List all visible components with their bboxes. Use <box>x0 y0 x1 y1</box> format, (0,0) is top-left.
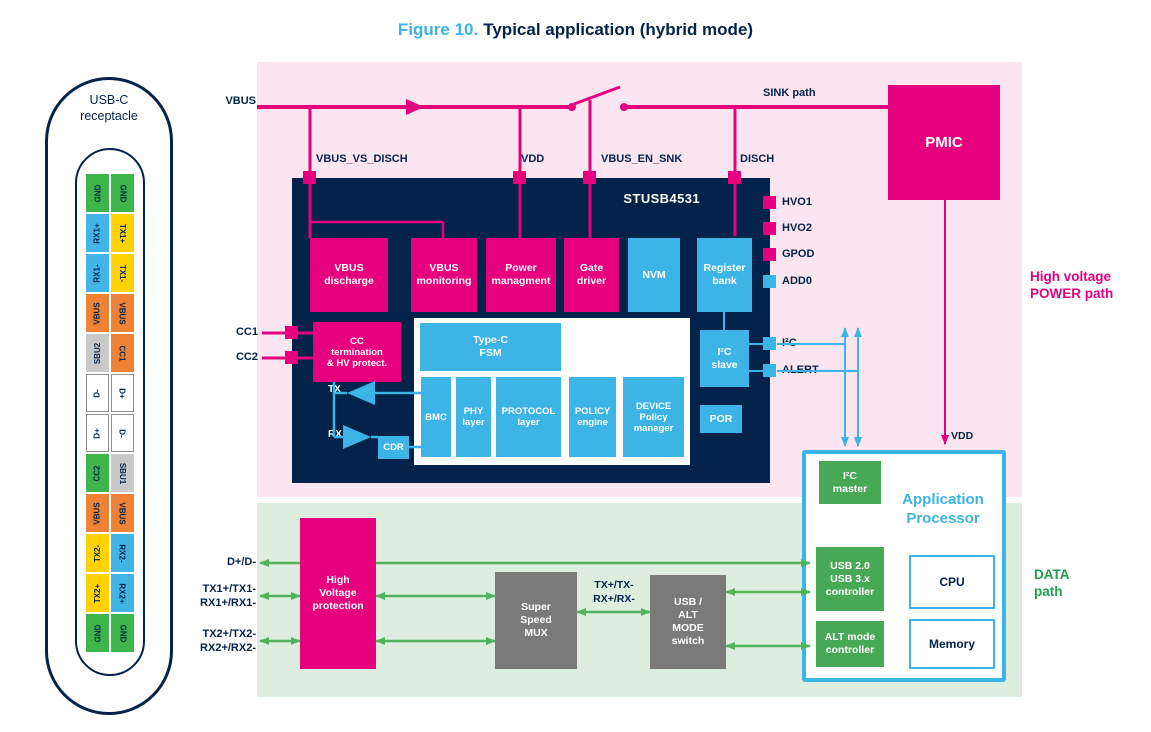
label-cc2: CC2 <box>235 351 258 363</box>
label-rx: RX <box>328 429 342 440</box>
usbc-pin-vbus: VBUS <box>111 294 134 332</box>
usbc-pin-tx2-: TX2+ <box>86 574 109 612</box>
usbc-pin-vbus: VBUS <box>86 494 109 532</box>
label-i2c: I²C <box>782 337 797 349</box>
pin-add0 <box>763 275 776 288</box>
label-sink-path: SINK path <box>763 87 816 99</box>
label-add0: ADD0 <box>782 275 812 287</box>
usbc-pin-tx1-: TX1+ <box>111 214 134 252</box>
usbc-pin-gnd: GND <box>111 614 134 652</box>
pmic-block: PMIC <box>888 85 1000 200</box>
usbc-pin-tx1-: TX1- <box>111 254 134 292</box>
usbc-pin-tx2-: TX2- <box>86 534 109 572</box>
pin-disch <box>728 171 741 184</box>
usbc-pin-gnd: GND <box>86 614 109 652</box>
label-tx: TX <box>328 384 341 395</box>
usbc-pin-sbu1: SBU1 <box>111 454 134 492</box>
usbc-pin-gnd: GND <box>111 174 134 212</box>
label-vdd-pin: VDD <box>521 153 545 165</box>
pin-cc1 <box>285 326 298 339</box>
pin-hvo1 <box>763 196 776 209</box>
pin-vbus-vs-disch <box>303 171 316 184</box>
label-vbus-vs-disch: VBUS_VS_DISCH <box>316 153 408 165</box>
pin-hvo2 <box>763 222 776 235</box>
stusb4531-name: STUSB4531 <box>623 191 700 206</box>
usbc-pin-rx2-: RX2- <box>111 534 134 572</box>
label-vdd-line: VDD <box>951 430 974 442</box>
usbc-pin-cc2: CC2 <box>86 454 109 492</box>
usbc-pin-d-: D- <box>86 374 109 412</box>
por-block: POR <box>700 405 742 433</box>
pin-vbus-en-snk <box>583 171 596 184</box>
usbc-pin-vbus: VBUS <box>111 494 134 532</box>
label-dp-dm: D+/D- <box>226 556 256 568</box>
label-gpod: GPOD <box>782 248 815 260</box>
usbc-pin-cc1: CC1 <box>111 334 134 372</box>
cpu-block: CPU <box>909 555 995 609</box>
pin-cc2 <box>285 351 298 364</box>
label-cc1: CC1 <box>235 326 258 338</box>
usbc-pin-d-: D+ <box>111 374 134 412</box>
figure-number: Figure 10. <box>397 20 479 39</box>
memory-block: Memory <box>909 619 995 669</box>
usbc-pin-field <box>75 148 145 676</box>
label-tx1-rx1: TX1+/TX1-RX1+/RX1- <box>200 583 256 609</box>
pin-i2c <box>763 337 776 350</box>
pin-vdd <box>513 171 526 184</box>
label-tx2-rx2: TX2+/TX2-RX2+/RX2- <box>200 628 256 654</box>
label-vbus-en-snk: VBUS_EN_SNK <box>601 153 683 165</box>
figure-title: Figure 10.Typical application (hybrid mo… <box>0 20 1151 40</box>
label-hvo1: HVO1 <box>782 196 812 208</box>
usbc-pin-sbu2: SBU2 <box>86 334 109 372</box>
usbc-pin-rx1-: RX1- <box>86 254 109 292</box>
usbc-pin-d-: D+ <box>86 414 109 452</box>
usbc-pin-rx1-: RX1+ <box>86 214 109 252</box>
label-disch: DISCH <box>740 153 775 165</box>
cdr-block: CDR <box>378 436 409 459</box>
pin-alert <box>763 364 776 377</box>
usbc-pin-d-: D- <box>111 414 134 452</box>
nvm-block: NVM <box>628 238 680 312</box>
bmc-block: BMC <box>421 377 451 457</box>
pin-gpod <box>763 248 776 261</box>
usbc-pin-rx2-: RX2+ <box>111 574 134 612</box>
label-alert: ALERT <box>782 364 819 376</box>
usbc-pin-gnd: GND <box>86 174 109 212</box>
label-tx-rx: TX+/TX-RX+/RX- <box>593 579 635 605</box>
label-vbus: VBUS <box>225 95 256 107</box>
figure-caption: Typical application (hybrid mode) <box>483 20 754 39</box>
label-hvo2: HVO2 <box>782 222 812 234</box>
usbc-pin-vbus: VBUS <box>86 294 109 332</box>
